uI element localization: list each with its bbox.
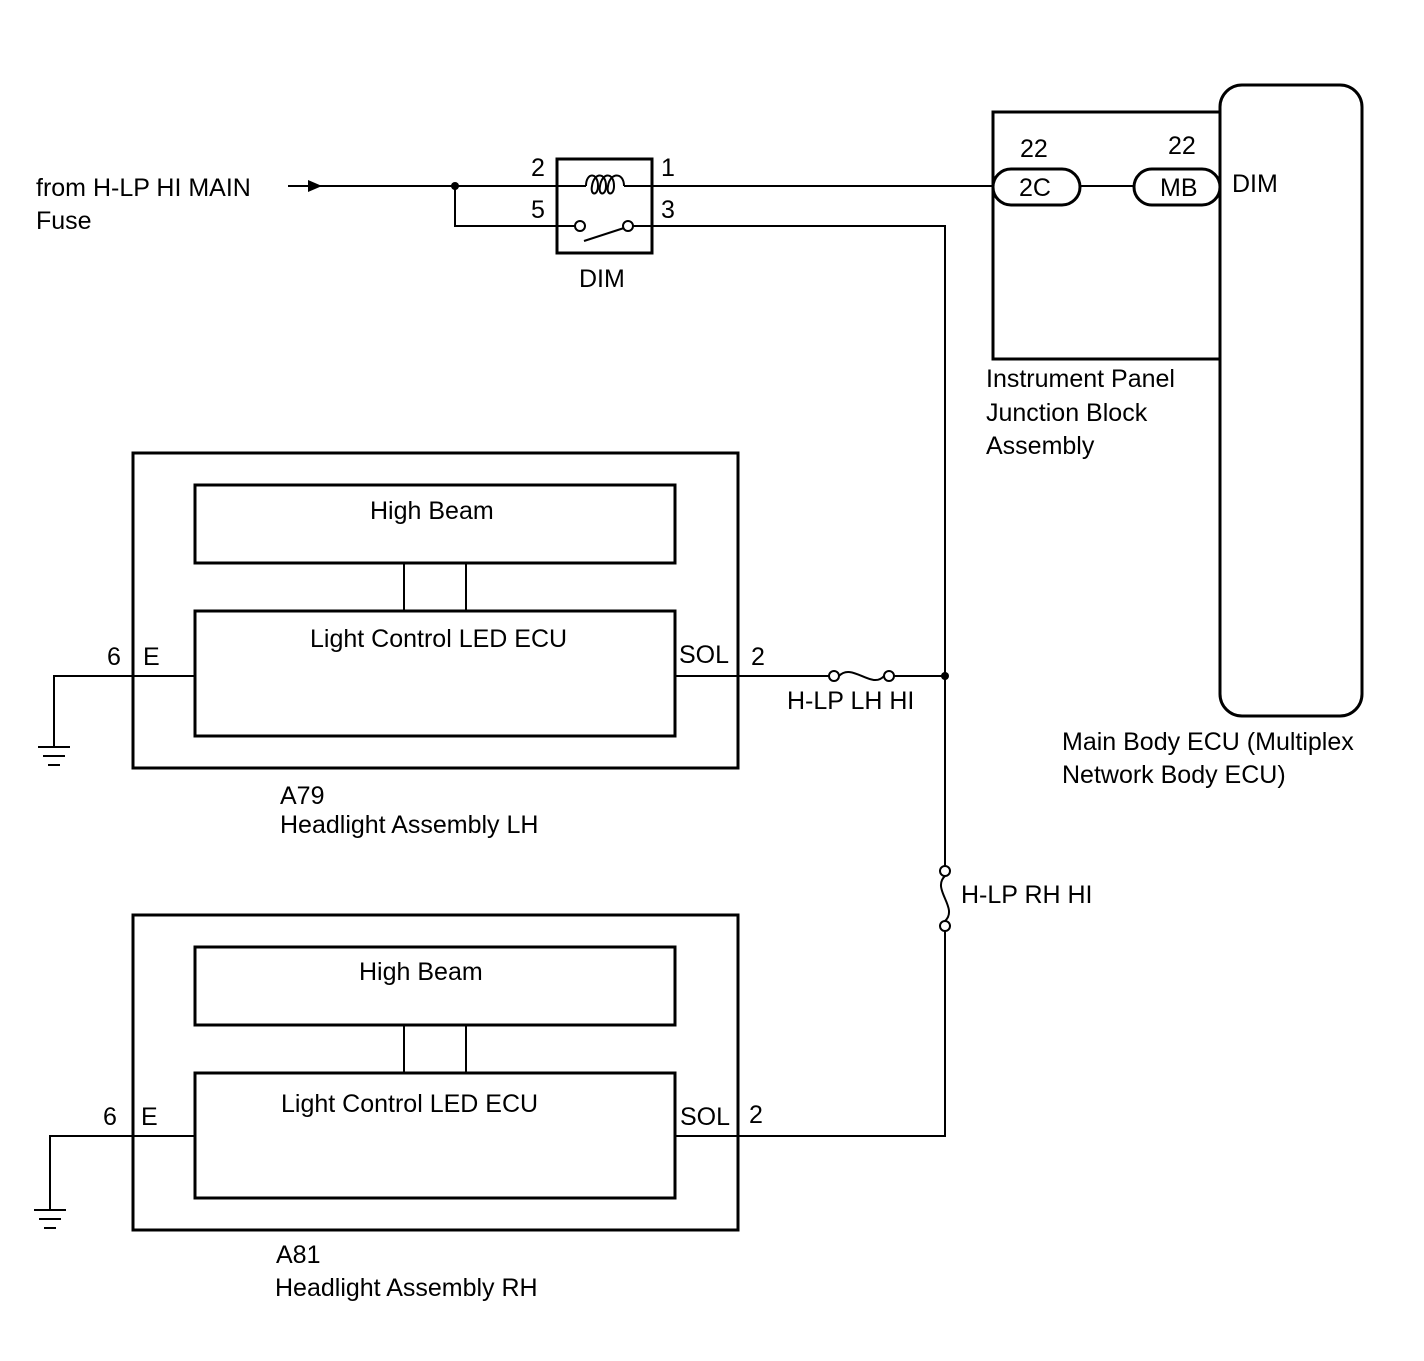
headlight-lh-high-beam (193, 483, 677, 565)
fuse-rh-label: H-LP RH HI (961, 881, 1093, 909)
headlight-rh-pin-e: 6 (103, 1103, 117, 1131)
headlight-lh-ecu (193, 609, 677, 738)
junction-block-name-line3: Assembly (986, 432, 1095, 460)
relay-coil-icon (557, 174, 652, 195)
headlight-assembly-lh: High Beam Light Control LED ECU 6 E SOL … (107, 451, 765, 839)
ground-icon (34, 1209, 66, 1229)
headlight-lh-outline (131, 451, 740, 770)
headlight-lh-pin-e: 6 (107, 643, 121, 671)
headlight-rh-outline (131, 913, 740, 1232)
connector-mb-id: MB (1160, 174, 1198, 202)
main-body-ecu-terminal: DIM (1232, 170, 1278, 198)
junction-block-outline (991, 110, 1220, 361)
wire-fuse-rh-to-rh-sol (738, 931, 946, 1137)
headlight-rh-ecu-label: Light Control LED ECU (281, 1090, 538, 1118)
relay-pin-2: 2 (531, 154, 545, 182)
connector-mb-pin: 22 (1168, 132, 1196, 160)
junction-dot (941, 672, 949, 680)
wire-relay-pin3-trunk (652, 225, 946, 866)
connector-2c-pin: 22 (1020, 135, 1048, 163)
headlight-rh-term-e: E (141, 1103, 158, 1131)
headlight-lh-ecu-label: Light Control LED ECU (310, 625, 567, 653)
wire-to-relay-pin5 (454, 186, 557, 227)
junction-block-name-line1: Instrument Panel (986, 365, 1175, 393)
relay-label: DIM (579, 265, 625, 293)
headlight-rh-name: Headlight Assembly RH (275, 1274, 538, 1302)
headlight-rh-high-beam-label: High Beam (359, 958, 483, 986)
relay-pin-5: 5 (531, 196, 545, 224)
source-label-line2: Fuse (36, 207, 92, 235)
fuse-lh-icon (828, 670, 895, 682)
connector-2c-id: 2C (1019, 174, 1051, 202)
headlight-assembly-rh: High Beam Light Control LED ECU 6 E SOL … (103, 913, 763, 1302)
main-body-ecu-name-line2: Network Body ECU) (1062, 761, 1286, 789)
headlight-lh-term-sol: SOL (679, 641, 729, 669)
headlight-rh-pin-sol: 2 (749, 1101, 763, 1129)
main-body-ecu-box (1218, 83, 1364, 718)
wire-lh-ground (53, 675, 133, 747)
main-body-ecu-name-line1: Main Body ECU (Multiplex (1062, 728, 1354, 756)
headlight-rh-high-beam (193, 945, 677, 1027)
headlight-lh-name: Headlight Assembly LH (280, 811, 538, 839)
relay-switch-icon (557, 220, 652, 242)
headlight-lh-pin-sol: 2 (751, 643, 765, 671)
wire-rh-ground (49, 1135, 133, 1210)
main-body-ecu: DIM Main Body ECU (Multiplex Network Bod… (1062, 83, 1364, 789)
headlight-lh-code: A79 (280, 782, 324, 810)
dim-relay: 2 1 5 3 DIM (531, 154, 675, 293)
junction-block: 2C 22 MB 22 Instrument Panel Junction Bl… (986, 110, 1222, 460)
junction-block-name-line2: Junction Block (986, 399, 1148, 427)
source-label-line1: from H-LP HI MAIN (36, 174, 251, 202)
ground-icon (38, 746, 70, 766)
fuse-rh-icon (939, 865, 951, 932)
headlight-rh-code: A81 (276, 1241, 320, 1269)
relay-box (555, 157, 654, 255)
relay-pin-3: 3 (661, 196, 675, 224)
relay-pin-1: 1 (661, 154, 675, 182)
fuse-lh-label: H-LP LH HI (787, 687, 914, 715)
source-arrow-icon (288, 180, 322, 192)
headlight-lh-high-beam-label: High Beam (370, 497, 494, 525)
headlight-rh-term-sol: SOL (680, 1103, 730, 1131)
headlight-lh-term-e: E (143, 643, 160, 671)
